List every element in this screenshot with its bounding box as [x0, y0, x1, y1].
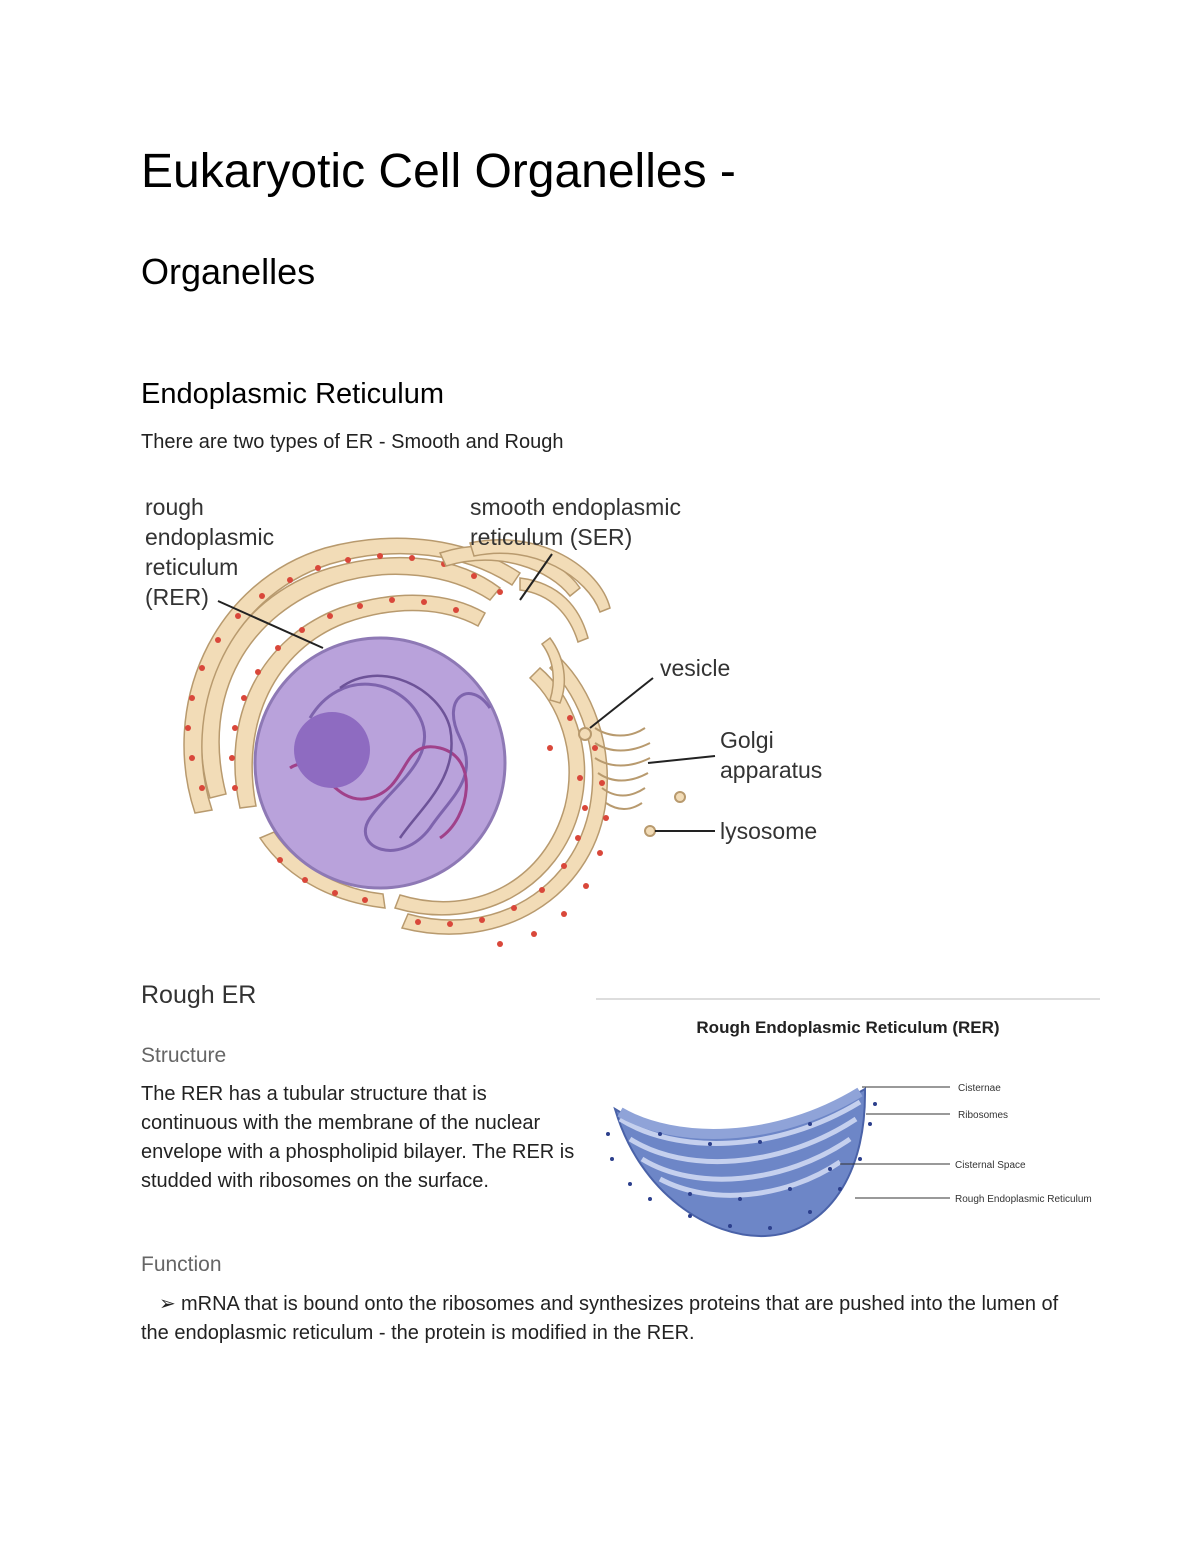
rer-body — [613, 1087, 866, 1238]
er-intro: There are two types of ER - Smooth and R… — [141, 431, 564, 453]
label-ribosomes: Ribosomes — [958, 1110, 1008, 1121]
page-title: Eukaryotic Cell Organelles - — [141, 145, 736, 198]
structure-text: The RER has a tubular structure that is … — [141, 1083, 575, 1192]
function-label: Function — [141, 1253, 222, 1276]
rer-figure-title: Rough Endoplasmic Reticulum (RER) — [696, 1018, 999, 1037]
section-heading: Organelles — [141, 251, 316, 292]
label-vesicle: vesicle — [660, 655, 730, 681]
rer-pointers — [840, 1086, 950, 1199]
label-rer-1: rough — [145, 494, 204, 520]
function-bullet: ➢mRNA that is bound onto the ribosomes a… — [141, 1290, 1061, 1348]
golgi-apparatus — [578, 727, 686, 837]
label-rough-er: Rough Endoplasmic Reticulum — [955, 1194, 1092, 1205]
label-ser-2: reticulum (SER) — [470, 524, 632, 550]
rer-diagram: Rough Endoplasmic Reticulum (RER) Cister… — [596, 998, 1100, 1238]
rer-ribosome-dots — [606, 1102, 877, 1230]
label-rer-2: endoplasmic — [145, 524, 274, 550]
label-ser-1: smooth endoplasmic — [470, 494, 681, 520]
label-cisternal-space: Cisternal Space — [955, 1160, 1026, 1171]
bullet-marker: ➢ — [159, 1293, 176, 1315]
label-golgi-2: apparatus — [720, 757, 822, 783]
label-pointers — [217, 553, 716, 832]
label-rer-3: reticulum — [145, 554, 238, 580]
structure-label: Structure — [141, 1044, 227, 1067]
label-rer-4: (RER) — [145, 584, 209, 610]
label-lysosome: lysosome — [720, 818, 817, 844]
rough-er-heading: Rough ER — [141, 981, 257, 1009]
ribosome-dots — [185, 553, 609, 947]
er-heading: Endoplasmic Reticulum — [141, 378, 445, 410]
nucleus — [253, 636, 507, 890]
function-text: mRNA that is bound onto the ribosomes an… — [141, 1293, 1059, 1344]
label-cisternae: Cisternae — [958, 1083, 1001, 1094]
cell-diagram: rough endoplasmic reticulum (RER) smooth… — [145, 494, 822, 947]
label-golgi-1: Golgi — [720, 727, 774, 753]
smooth-er-structure — [438, 539, 611, 704]
